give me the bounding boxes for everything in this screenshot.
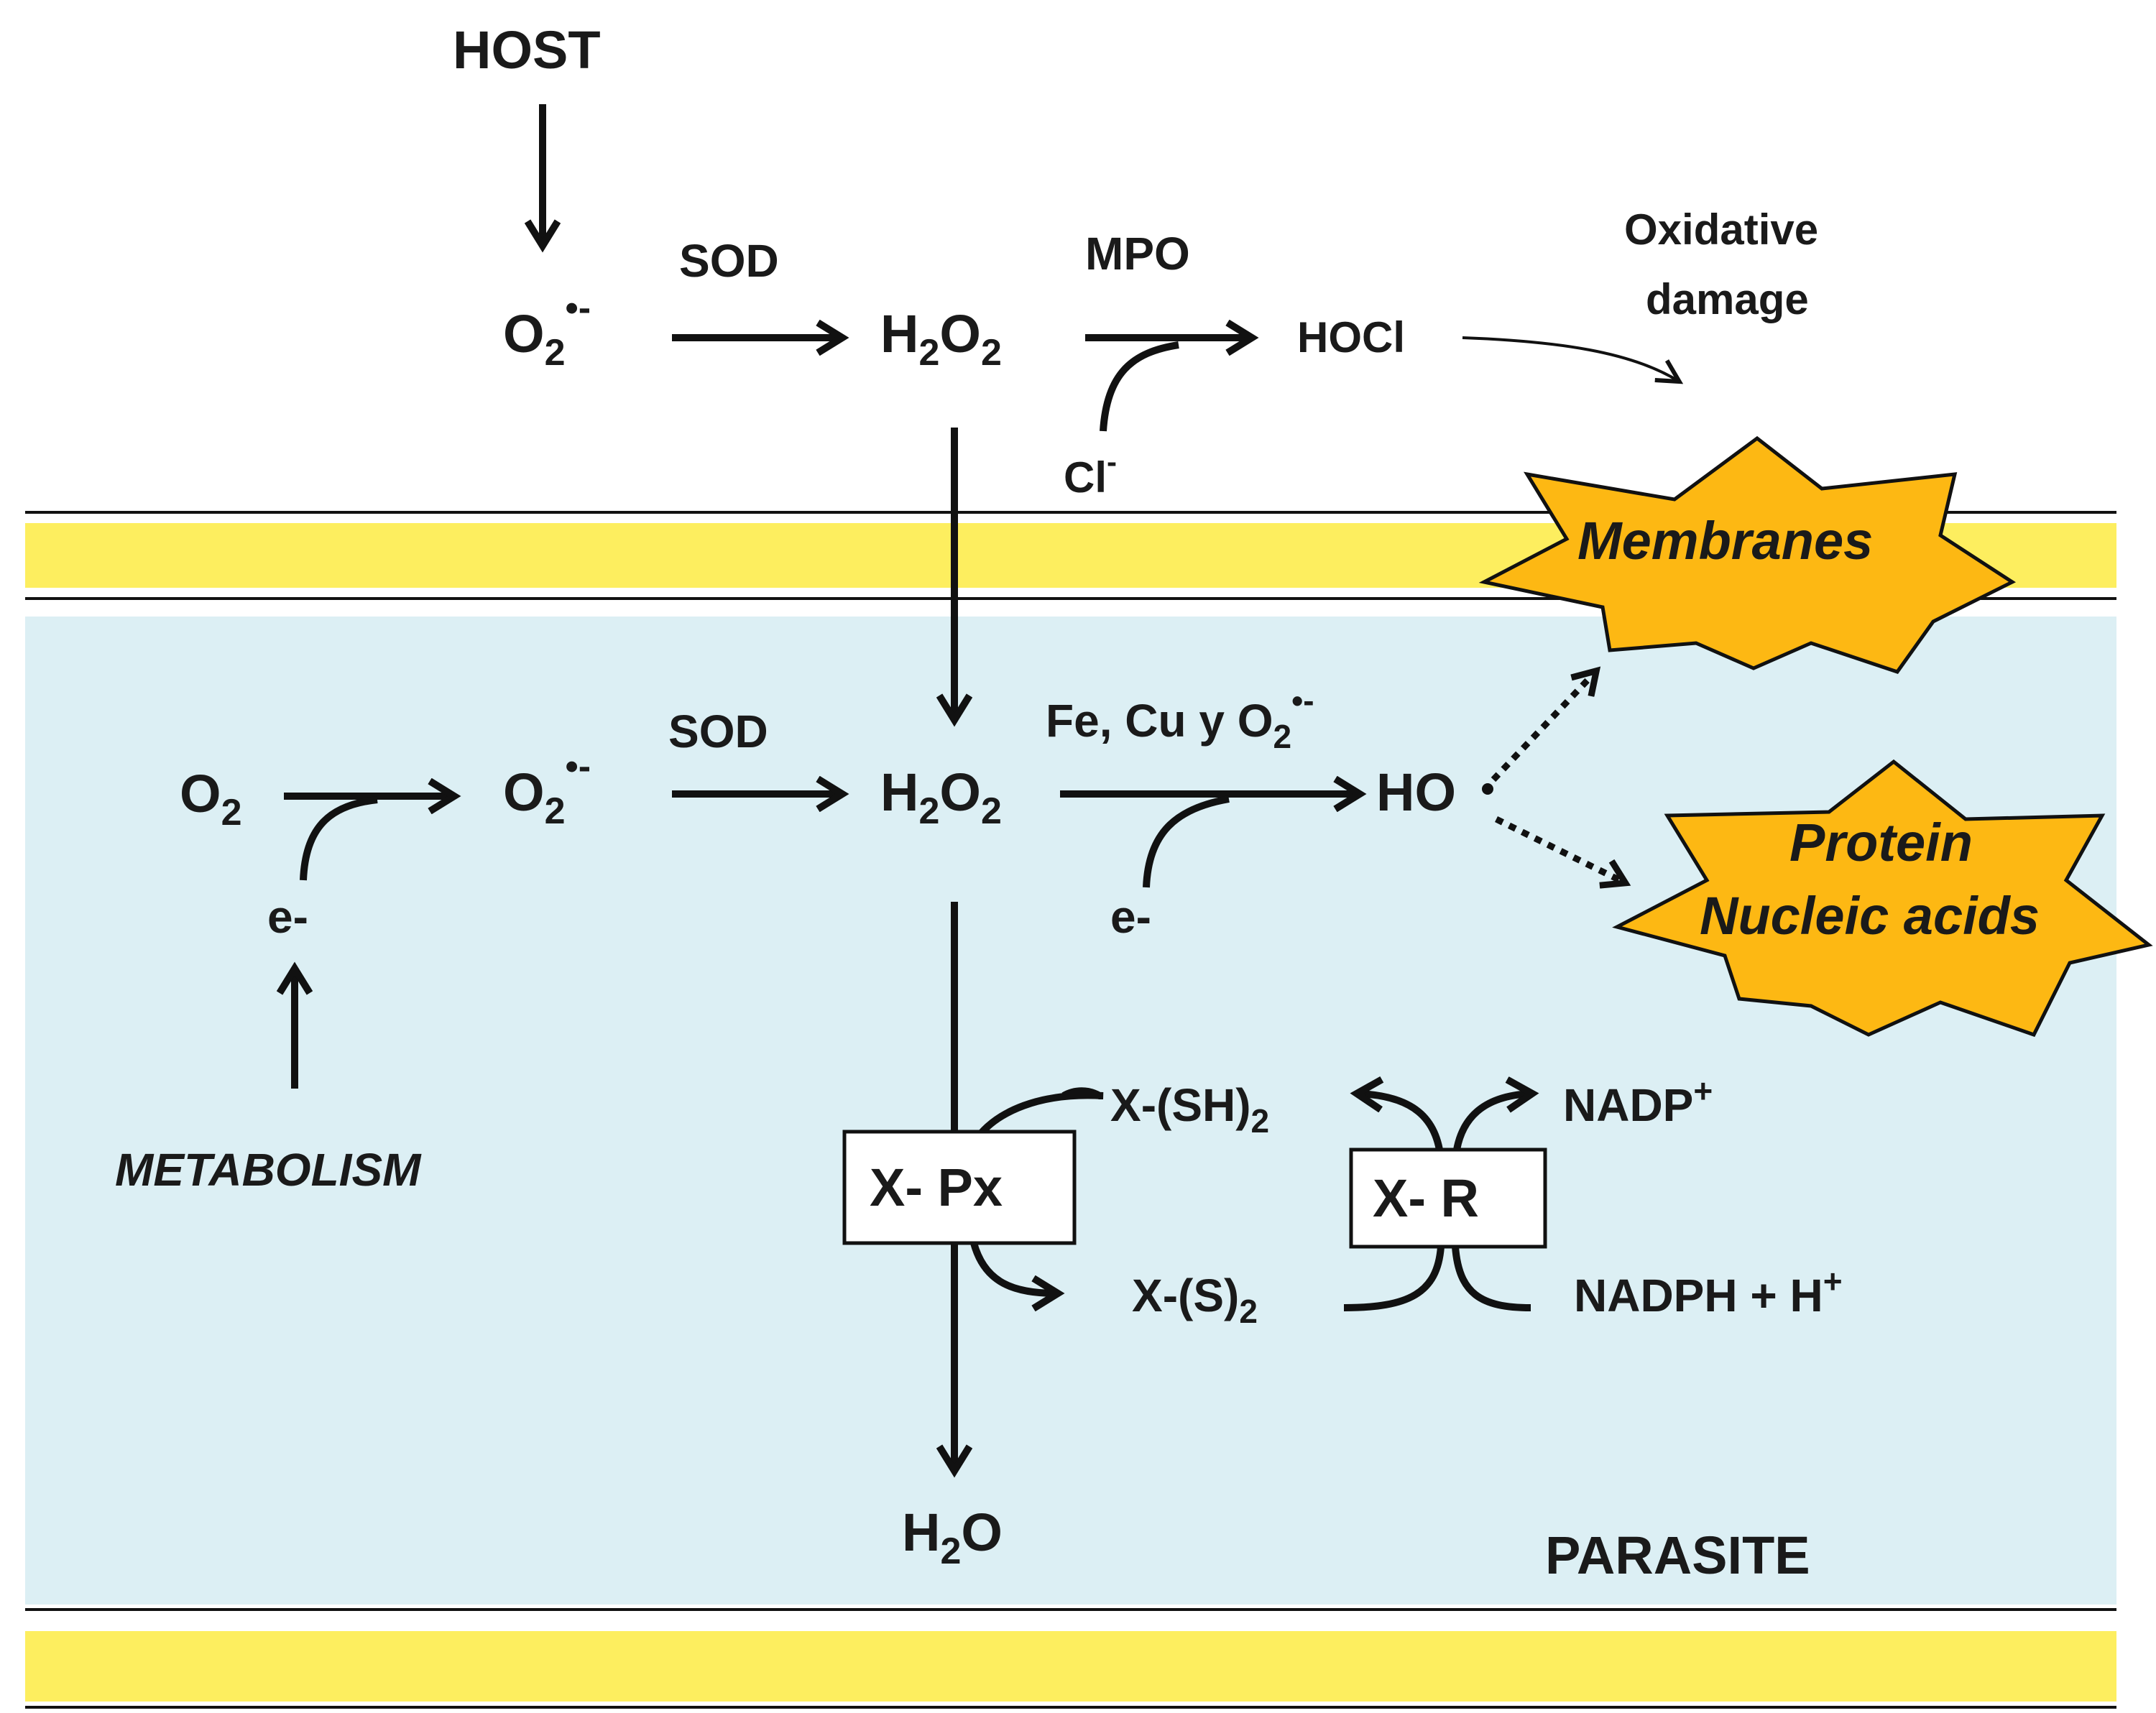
nadph-to-xr-curve [1452,1246,1531,1311]
xpx-label: X- Px [870,1158,1003,1217]
protein-nucleic-target [1612,759,2153,1038]
ho-radical-dot [1482,783,1493,795]
xpx-box [842,1130,1077,1245]
hocl-label: HOCl [1297,313,1405,361]
chloride-label: Cl- [1064,445,1117,502]
xsh-label: X-(SH)2 [1110,1079,1269,1140]
membranes-label: Membranes [1577,511,1873,571]
sod-mid-label: SOD [668,706,768,757]
h2o2-top: H2O2 [880,304,1002,374]
oxidative-label: Oxidative [1624,206,1818,254]
cytoplasm-band [25,617,2116,1605]
xs-to-xr-curve [1343,1246,1445,1311]
xr-label: X- R [1373,1168,1479,1228]
xs-label: X-(S)2 [1132,1270,1258,1330]
e-left-label: e- [267,891,308,943]
o2-radical-mid: O2•- [503,746,591,832]
sod-top-label: SOD [679,235,779,287]
nucleic-label: Nucleic acids [1700,886,2040,946]
chloride-curve [1100,341,1179,432]
membranes-target [1478,435,2017,674]
xsh-to-xpx-curve [970,1087,1104,1145]
protein-label: Protein [1789,813,1973,872]
xr-to-xsh-curve [1358,1094,1445,1161]
e-mid-label: e- [1110,891,1151,943]
e-mid-curve [1143,795,1230,888]
fe-cu-label: Fe, Cu y O2•- [1046,682,1314,755]
o2-radical-top: O2•- [503,287,591,374]
host-label: HOST [453,20,601,80]
oxidative-damage-arrow [1462,336,1678,381]
parasite-label: PARASITE [1545,1525,1810,1585]
e-left-curve [300,796,378,881]
h2o-label: H2O [902,1502,1003,1572]
ho-membranes-arrow [1491,672,1595,782]
o2-label: O2 [180,764,241,834]
damage-label: damage [1646,275,1809,323]
ho-protein-arrow [1495,816,1624,882]
mpo-label: MPO [1085,228,1190,280]
nadp-label: NADP+ [1563,1072,1713,1131]
xpx-to-xs-curve [970,1242,1056,1293]
xr-to-nadp-curve [1452,1094,1531,1161]
xr-box [1349,1148,1547,1249]
h2o2-mid: H2O2 [880,762,1002,832]
ho-label: HO [1376,762,1456,822]
metabolism-label: METABOLISM [115,1144,422,1196]
nadph-label: NADPH + H+ [1574,1262,1843,1321]
inner-membrane-band [25,1631,2116,1702]
